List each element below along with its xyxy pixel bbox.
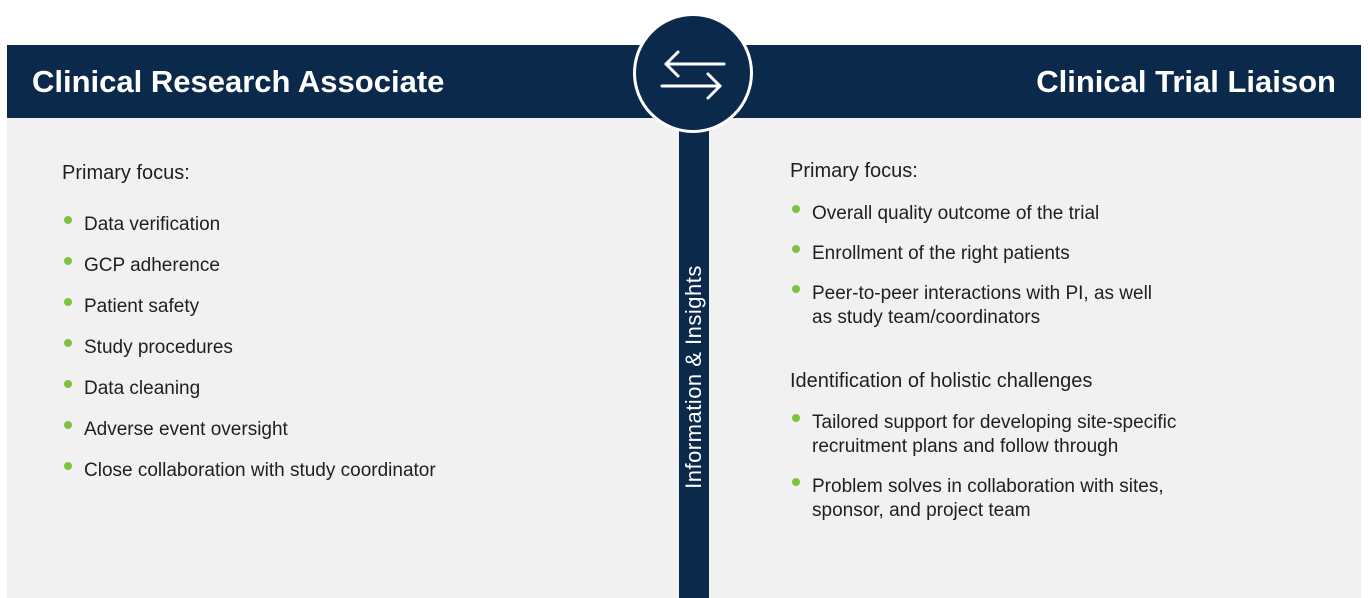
list-item: Problem solves in collaboration with sit…: [792, 475, 1212, 523]
ctl-header: Clinical Trial Liaison: [707, 45, 1361, 118]
bullet-icon: [64, 257, 72, 265]
list-item: Peer-to-peer interactions with PI, as we…: [792, 282, 1172, 330]
list-item: Adverse event oversight: [64, 418, 436, 442]
information-insights-label: Information & Insights: [681, 265, 706, 489]
bullet-icon: [792, 478, 800, 486]
list-item: Data verification: [64, 213, 436, 237]
center-divider: [679, 45, 709, 598]
ctl-title: Clinical Trial Liaison: [1036, 64, 1336, 99]
bullet-icon: [792, 285, 800, 293]
ctl-challenges-heading: Identification of holistic challenges: [790, 370, 1093, 392]
list-item: Close collaboration with study coordinat…: [64, 459, 436, 483]
exchange-circle: [633, 13, 753, 133]
list-item: Data cleaning: [64, 377, 436, 401]
bullet-icon: [64, 421, 72, 429]
cra-title: Clinical Research Associate: [32, 64, 445, 99]
cra-panel: [7, 118, 679, 598]
bullet-icon: [64, 298, 72, 306]
ctl-focus-list: Overall quality outcome of the trial Enr…: [792, 202, 1232, 346]
bullet-icon: [792, 245, 800, 253]
bullet-icon: [792, 414, 800, 422]
bullet-icon: [64, 462, 72, 470]
bullet-icon: [792, 205, 800, 213]
ctl-panel: [707, 118, 1361, 598]
bullet-icon: [64, 216, 72, 224]
list-item: GCP adherence: [64, 254, 436, 278]
bullet-icon: [64, 380, 72, 388]
list-item: Enrollment of the right patients: [792, 242, 1232, 266]
cra-focus-list: Data verification GCP adherence Patient …: [64, 213, 436, 500]
cra-focus-heading: Primary focus:: [62, 162, 190, 184]
list-item: Tailored support for developing site-spe…: [792, 411, 1232, 459]
bullet-icon: [64, 339, 72, 347]
list-item: Study procedures: [64, 336, 436, 360]
ctl-focus-heading: Primary focus:: [790, 160, 918, 182]
list-item: Patient safety: [64, 295, 436, 319]
list-item: Overall quality outcome of the trial: [792, 202, 1232, 226]
ctl-challenges-list: Tailored support for developing site-spe…: [792, 411, 1232, 539]
exchange-arrows-icon: [660, 50, 726, 100]
cra-header: Clinical Research Associate: [7, 45, 679, 118]
